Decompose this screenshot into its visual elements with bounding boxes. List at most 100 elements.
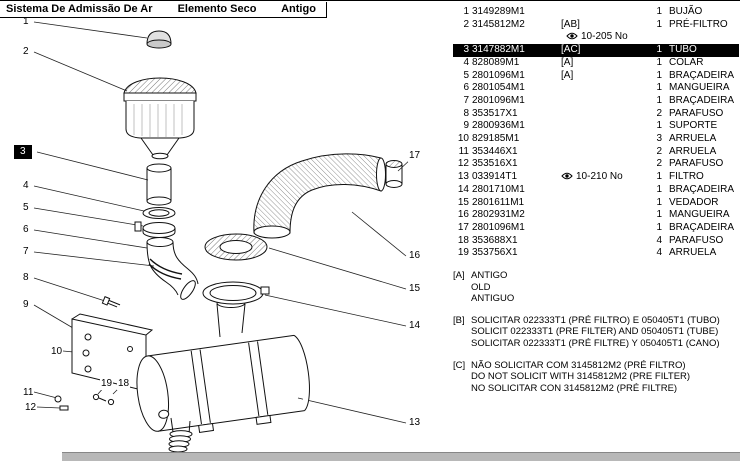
col-part-number: 2801054M1: [472, 82, 525, 94]
horizontal-scrollbar[interactable]: [62, 452, 740, 461]
col-qty: 3: [656, 133, 662, 145]
col-description: VEDADOR: [669, 196, 719, 208]
part-clamp-ring: [202, 281, 270, 305]
note-B: [B]SOLICITAR 022333T1 (PRÉ FILTRO) E 050…: [453, 315, 739, 350]
col-note: [561, 120, 645, 133]
diagram-callout-3[interactable]: 3: [14, 145, 32, 159]
note-C: [C]NÃO SOLICITAR COM 3145812M2 (PRÉ FILT…: [453, 360, 739, 395]
diagram-callout-17[interactable]: 17: [408, 150, 422, 162]
diagram-callout-19[interactable]: 19: [100, 378, 114, 390]
col-note: [AC]: [561, 44, 581, 56]
diagram-callout-7[interactable]: 7: [22, 246, 30, 258]
diagram-callout-13[interactable]: 13: [408, 417, 422, 429]
part-elbow-hose: [146, 237, 199, 300]
parts-row-2-ref: 10-205 No: [453, 31, 739, 44]
col-see-also[interactable]: 10-205 No: [561, 31, 645, 44]
col-part-number: 033914T1: [472, 171, 518, 183]
col-item: 6: [463, 82, 469, 94]
title-element: Elemento Seco: [177, 3, 257, 15]
diagram-callout-6[interactable]: 6: [22, 224, 30, 236]
diagram-callout-1[interactable]: 1: [22, 16, 30, 28]
col-qty: 2: [656, 145, 662, 157]
col-part-number: 3147882M1: [472, 44, 525, 56]
col-note: [561, 95, 645, 108]
col-description: PARAFUSO: [669, 158, 724, 170]
col-part-number: 353688X1: [472, 234, 518, 246]
col-note: [561, 82, 645, 95]
diagram-callout-4[interactable]: 4: [22, 180, 30, 192]
diagram-callout-2[interactable]: 2: [22, 46, 30, 58]
col-item: 4: [463, 56, 469, 68]
col-part-number: 353756X1: [472, 247, 518, 259]
diagram-callout-16[interactable]: 16: [408, 250, 422, 262]
col-part-number: 2801611M1: [472, 196, 525, 208]
col-note: [561, 133, 645, 146]
leader-lines: [33, 21, 412, 424]
part-collar: [142, 207, 176, 219]
diagram-callout-18[interactable]: 18: [117, 378, 131, 390]
col-qty: 1: [656, 82, 662, 94]
col-note: [AB]: [561, 18, 580, 30]
col-note: [561, 197, 645, 210]
col-item: 16: [457, 209, 469, 221]
col-qty: 1: [656, 6, 662, 17]
col-description: PRÉ-FILTRO: [669, 18, 728, 30]
col-note: [561, 247, 645, 260]
diagram-callout-9[interactable]: 9: [22, 299, 30, 311]
col-item: 18: [457, 234, 469, 246]
col-part-number: 2801096M1: [472, 94, 525, 106]
diagram-callout-15[interactable]: 15: [408, 283, 422, 295]
diagram-callout-10[interactable]: 10: [50, 346, 64, 358]
col-item: 9: [463, 120, 469, 132]
part-pre-filter: [123, 77, 197, 160]
col-part-number: 2802931M2: [472, 209, 525, 221]
diagram-callout-5[interactable]: 5: [22, 202, 30, 214]
part-outlet-coil: [168, 417, 193, 453]
col-part-number: 2801096M1: [472, 69, 525, 81]
diagram-callout-8[interactable]: 8: [22, 272, 30, 284]
diagram-callout-12[interactable]: 12: [24, 402, 38, 414]
title-system: Sistema De Admissão De Ar: [6, 3, 153, 15]
col-qty: 4: [656, 234, 662, 246]
diagram-callout-14[interactable]: 14: [408, 320, 422, 332]
col-qty: 1: [656, 221, 662, 233]
note-text: SOLICITAR 022333T1 (PRÉ FILTRO) E 050405…: [471, 314, 720, 350]
col-note: [A]: [561, 69, 574, 81]
col-note: [A]: [561, 56, 574, 68]
col-description: BRAÇADEIRA: [669, 94, 735, 106]
col-description: MANGUEIRA: [669, 82, 730, 94]
col-item: 11: [458, 145, 469, 157]
col-item: 3: [463, 44, 469, 56]
col-note: [561, 235, 645, 248]
col-part-number: 3145812M2: [472, 18, 525, 30]
col-item: 15: [457, 196, 469, 208]
col-description: MANGUEIRA: [669, 209, 730, 221]
col-item: 1: [463, 6, 469, 17]
col-qty: 1: [656, 44, 662, 56]
diagram-callout-11[interactable]: 11: [22, 387, 35, 399]
part-clamp-right: [385, 160, 403, 188]
